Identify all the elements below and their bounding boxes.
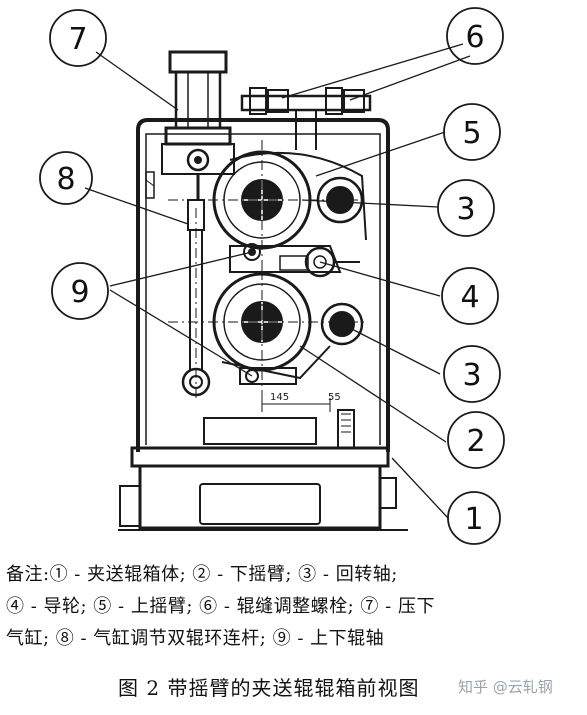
callout-6: 6: [446, 7, 504, 65]
legend-note-line-3: 气缸; ⑧ - 气缸调节双辊环连杆; ⑨ - 上下辊轴: [6, 628, 385, 649]
callout-3-upper: 3: [437, 179, 495, 237]
dimension-marks: 145 55: [261, 392, 341, 412]
callout-5: 5: [443, 103, 501, 161]
press-down-cylinder: [161, 50, 235, 200]
lower-roll-assembly: [168, 270, 366, 408]
source-watermark: 知乎 @云轧钢: [458, 678, 553, 696]
svg-text:6: 6: [465, 20, 484, 55]
guide-wheel: [229, 243, 360, 278]
roll-gap-adjusting-bolts: [240, 87, 372, 150]
legend-note-line-1: 备注:① - 夹送辊箱体; ② - 下摇臂; ③ - 回转轴;: [6, 564, 398, 585]
cylinder-connecting-rod: [181, 199, 211, 398]
callout-8: 8: [39, 151, 93, 205]
dimension-55: 55: [328, 392, 341, 403]
callout-7: 7: [49, 9, 107, 67]
svg-text:5: 5: [462, 116, 481, 151]
svg-text:1: 1: [464, 502, 483, 537]
callout-4: 4: [441, 267, 499, 325]
dimension-145: 145: [270, 392, 289, 403]
callout-2: 2: [447, 411, 505, 469]
svg-text:9: 9: [70, 275, 89, 310]
svg-text:8: 8: [56, 162, 75, 197]
pinch-roll-box-front-view-diagram: 145 55 7 6 8 5 3 9: [39, 7, 505, 545]
callout-3-lower: 3: [443, 345, 501, 403]
pinch-roll-box-housing: [118, 118, 408, 531]
callout-1: 1: [447, 491, 501, 545]
svg-text:2: 2: [466, 424, 485, 459]
leader-lines: [84, 43, 471, 519]
svg-text:7: 7: [68, 22, 87, 57]
legend-note-line-2: ④ - 导轮; ⑤ - 上摇臂; ⑥ - 辊缝调整螺栓; ⑦ - 压下: [6, 596, 435, 617]
figure-caption: 图 2 带摇臂的夹送辊辊箱前视图: [118, 676, 420, 700]
svg-text:4: 4: [460, 280, 479, 315]
callout-9: 9: [51, 262, 109, 320]
svg-text:3: 3: [462, 358, 481, 393]
svg-text:3: 3: [456, 192, 475, 227]
